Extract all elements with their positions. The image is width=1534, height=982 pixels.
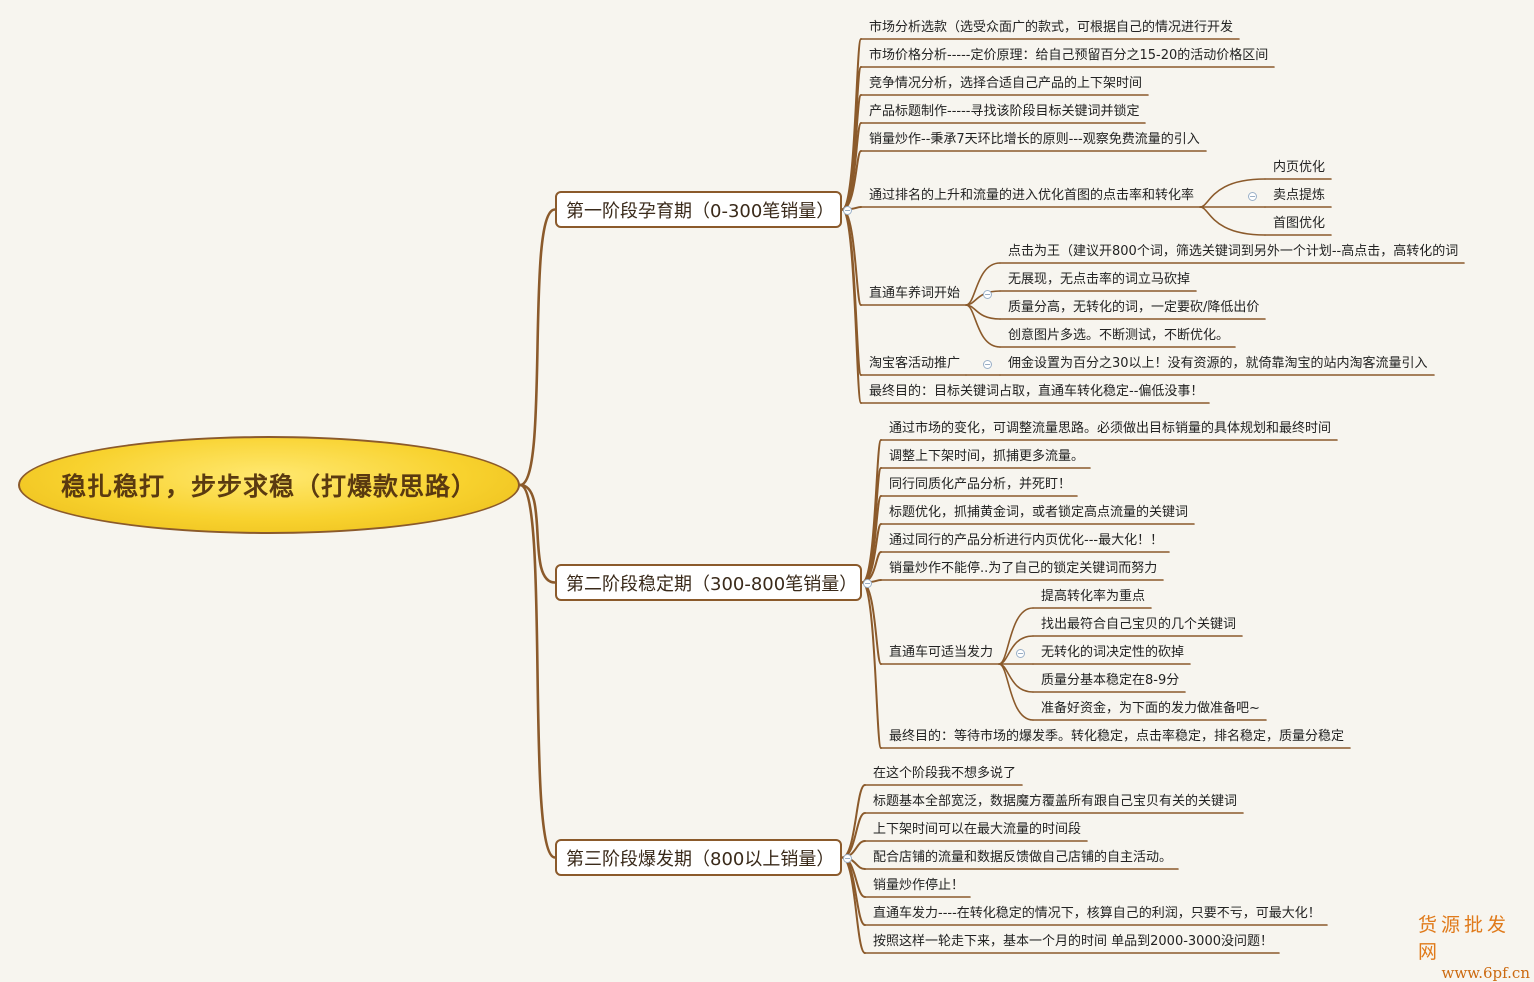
- connector-line: [998, 635, 1034, 665]
- stage-2-item[interactable]: 同行同质化产品分析，并死盯！: [889, 477, 1072, 492]
- stage-1-subitem[interactable]: 点击为王（建议开800个词，筛选关键词到另外一个计划--高点击，高转化的词: [1008, 244, 1459, 259]
- root-node[interactable]: 稳扎稳打，步步求稳（打爆款思路）: [18, 436, 520, 534]
- stage-1-title: 第一阶段孕育期（0-300笔销量）: [566, 200, 835, 222]
- stage-2-item[interactable]: 最终目的：等待市场的爆发季。转化稳定，点击率稳定，排名稳定，质量分稳定: [889, 729, 1345, 744]
- connector-line: [965, 304, 1001, 348]
- stage-3-item[interactable]: 配合店铺的流量和数据反馈做自己店铺的自主活动。: [873, 850, 1173, 865]
- stage-2-subitem[interactable]: 找出最符合自己宝贝的几个关键词: [1041, 617, 1237, 632]
- stage-3-item[interactable]: 销量炒作停止！: [873, 878, 965, 893]
- collapse-icon[interactable]: −: [843, 854, 852, 863]
- stage-2-title: 第二阶段稳定期（300-800笔销量）: [566, 573, 858, 595]
- stage-2-subitem[interactable]: 准备好资金，为下面的发力做准备吧~: [1041, 701, 1260, 716]
- stage-1-subitem[interactable]: 卖点提炼: [1273, 188, 1326, 203]
- connector-line: [1199, 206, 1266, 236]
- stage-2-item[interactable]: 通过市场的变化，可调整流量思路。必须做出目标销量的具体规划和最终时间: [889, 421, 1332, 436]
- connector-line: [998, 663, 1034, 721]
- stage-2-item[interactable]: 通过同行的产品分析进行内页优化---最大化！！: [889, 533, 1164, 548]
- stage-1-item[interactable]: 销量炒作--秉承7天环比增长的原则---观察免费流量的引入: [869, 132, 1200, 147]
- stage-1-subitem[interactable]: 首图优化: [1273, 216, 1326, 231]
- collapse-icon[interactable]: −: [843, 206, 852, 215]
- stage-2-item[interactable]: 调整上下架时间，抓捕更多流量。: [889, 449, 1085, 464]
- stage-1-subitem[interactable]: 无展现，无点击率的词立马砍掉: [1008, 272, 1191, 287]
- stage-1-node[interactable]: 第一阶段孕育期（0-300笔销量）: [555, 191, 842, 228]
- collapse-icon[interactable]: −: [863, 579, 872, 588]
- collapse-icon[interactable]: −: [983, 290, 992, 299]
- stage-3-item[interactable]: 在这个阶段我不想多说了: [873, 766, 1017, 781]
- stage-1-subitem[interactable]: 内页优化: [1273, 160, 1326, 175]
- stage-2-item[interactable]: 直通车可适当发力: [889, 645, 994, 660]
- connector-line: [518, 483, 557, 584]
- stage-1-item[interactable]: 市场价格分析-----定价原理：给自己预留百分之15-20的活动价格区间: [869, 48, 1269, 63]
- stage-1-subitem[interactable]: 质量分高，无转化的词，一定要砍/降低出价: [1008, 300, 1260, 315]
- connector-line: [841, 784, 866, 859]
- stage-2-subitem[interactable]: 质量分基本稳定在8-9分: [1041, 673, 1180, 688]
- connector-line: [861, 581, 882, 749]
- connector-line: [518, 208, 557, 487]
- stage-2-node[interactable]: 第二阶段稳定期（300-800笔销量）: [555, 564, 862, 601]
- stage-2-subitem[interactable]: 提高转化率为重点: [1041, 589, 1146, 604]
- collapse-icon[interactable]: −: [1016, 649, 1025, 658]
- stage-3-item[interactable]: 上下架时间可以在最大流量的时间段: [873, 822, 1082, 837]
- root-title: 稳扎稳打，步步求稳（打爆款思路）: [60, 472, 477, 501]
- stage-2-subitem[interactable]: 无转化的词决定性的砍掉: [1041, 645, 1185, 660]
- stage-1-item[interactable]: 通过排名的上升和流量的进入优化首图的点击率和转化率: [869, 188, 1195, 203]
- stage-3-node[interactable]: 第三阶段爆发期（800以上销量）: [555, 839, 842, 876]
- stage-1-item[interactable]: 最终目的：目标关键词占取，直通车转化稳定--偏低没事！: [869, 384, 1204, 399]
- stage-2-item[interactable]: 标题优化，抓捕黄金词，或者锁定高点流量的关键词: [889, 505, 1189, 520]
- connector-line: [518, 483, 557, 859]
- watermark-text: 货源批发网: [1418, 914, 1511, 963]
- stage-2-item[interactable]: 销量炒作不能停..为了自己的锁定关键词而努力: [889, 561, 1158, 576]
- collapse-icon[interactable]: −: [983, 360, 992, 369]
- connector-line: [965, 304, 1001, 320]
- stage-3-item[interactable]: 直通车发力----在转化稳定的情况下，核算自己的利润，只要不亏，可最大化！: [873, 906, 1321, 921]
- stage-1-item[interactable]: 直通车养词开始: [869, 286, 961, 301]
- connector-line: [965, 262, 1001, 306]
- stage-1-item[interactable]: 产品标题制作-----寻找该阶段目标关键词并锁定: [869, 104, 1140, 119]
- stage-1-subitem[interactable]: 创意图片多选。不断测试，不断优化。: [1008, 328, 1230, 343]
- stage-3-item[interactable]: 按照这样一轮走下来，基本一个月的时间 单品到2000-3000没问题！: [873, 934, 1273, 949]
- collapse-icon[interactable]: −: [1248, 192, 1257, 201]
- watermark: 货源批发网 www.6pf.cn: [1418, 910, 1530, 982]
- connector-line: [841, 208, 862, 404]
- stage-3-title: 第三阶段爆发期（800以上销量）: [566, 848, 835, 870]
- stage-1-subitem[interactable]: 佣金设置为百分之30以上！没有资源的，就倚靠淘宝的站内淘客流量引入: [1008, 356, 1428, 371]
- stage-1-item[interactable]: 竞争情况分析，选择合适自己产品的上下架时间: [869, 76, 1143, 91]
- watermark-url: www.6pf.cn: [1441, 964, 1531, 982]
- stage-1-item[interactable]: 淘宝客活动推广: [869, 356, 961, 371]
- stage-3-item[interactable]: 标题基本全部宽泛，数据魔方覆盖所有跟自己宝贝有关的关键词: [873, 794, 1238, 809]
- stage-1-item[interactable]: 市场分析选款（选受众面广的款式，可根据自己的情况进行开发: [869, 20, 1234, 35]
